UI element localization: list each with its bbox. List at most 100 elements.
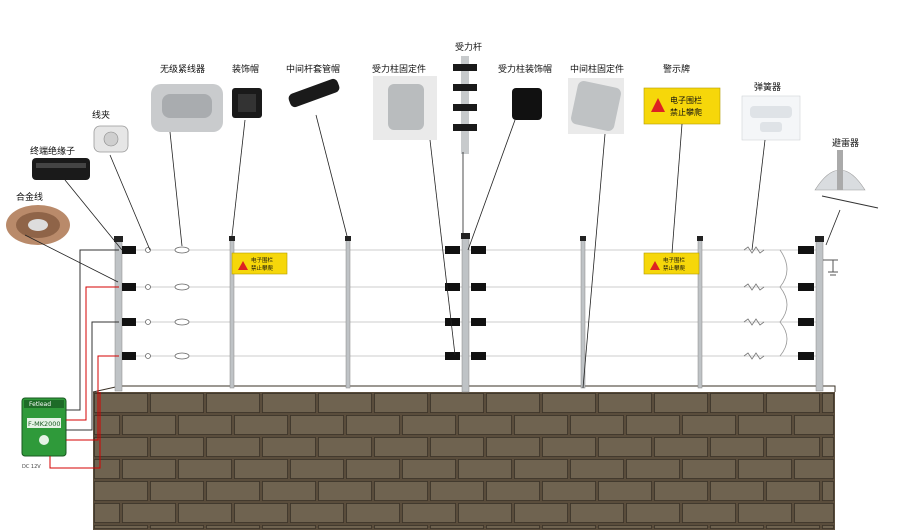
brick (542, 393, 596, 413)
brick (738, 415, 792, 435)
post-cap (815, 236, 824, 242)
post-cap (697, 236, 703, 241)
label-terminal-insulator: 终端绝缘子 (30, 145, 75, 157)
brick (122, 459, 176, 479)
label-mid-bushing: 中间杆套管帽 (286, 63, 340, 75)
post-cap (114, 236, 123, 242)
brick (234, 503, 288, 523)
brick (94, 393, 148, 413)
brick (710, 437, 764, 457)
label-bearing-cap: 受力柱装饰帽 (498, 63, 552, 75)
warning-sign-on-fence: 电子围栏 禁止攀爬 (643, 252, 700, 275)
brick (682, 459, 736, 479)
brick (542, 525, 596, 529)
brick (654, 525, 708, 529)
brick (290, 503, 344, 523)
tensioner-image (151, 84, 223, 132)
brick (150, 525, 204, 529)
brick (290, 459, 344, 479)
label-bearing-fitting: 受力柱固定件 (372, 63, 426, 75)
brick (458, 415, 512, 435)
fence-posts (114, 233, 824, 393)
brick (542, 481, 596, 501)
decor-cap-image (232, 88, 262, 118)
intermediate-post-3 (580, 237, 586, 389)
spring-image (741, 95, 801, 141)
sign-text: 禁止攀爬 (670, 107, 702, 117)
brick (766, 525, 820, 529)
wire-clamp-image (93, 125, 129, 153)
brick (682, 503, 736, 523)
controller-cables (49, 249, 119, 469)
brick (318, 437, 372, 457)
brick (570, 503, 624, 523)
brick (402, 415, 456, 435)
brick (262, 437, 316, 457)
brick (206, 393, 260, 413)
brick (374, 437, 428, 457)
mid-fitting-image (568, 78, 624, 134)
leader-lines (24, 114, 841, 389)
post-cap (345, 236, 351, 241)
brick (402, 503, 456, 523)
brick (122, 415, 176, 435)
post-cap (580, 236, 586, 241)
brick (822, 393, 834, 413)
warning-sign-on-fence: 电子围栏 禁止攀爬 (231, 252, 288, 275)
brick (710, 525, 764, 529)
brick (94, 415, 120, 435)
post-cap (229, 236, 235, 241)
brick (346, 503, 400, 523)
brick (262, 525, 316, 529)
fence-wires (119, 249, 820, 357)
brick (542, 437, 596, 457)
brick (598, 525, 652, 529)
brick (458, 503, 512, 523)
bearing-pole-image (453, 56, 477, 154)
component-labels: 合金线 终端绝缘子 线夹 无级紧线器 装饰帽 中间杆套管帽 受力柱固定件 受力杆… (16, 41, 859, 203)
brick (346, 415, 400, 435)
brick (514, 503, 568, 523)
brick (710, 481, 764, 501)
controller-foot-label: DC 12V (22, 464, 41, 470)
label-wire-clamp: 线夹 (92, 109, 110, 121)
lightning-arrester-mounted (823, 259, 838, 276)
brick-wall (92, 385, 836, 530)
brick (598, 481, 652, 501)
brick (514, 415, 568, 435)
brick (794, 415, 834, 435)
terminal-post-right (815, 237, 824, 392)
brick (290, 415, 344, 435)
brick (738, 459, 792, 479)
brick (486, 525, 540, 529)
terminal-post-left (114, 237, 123, 392)
brick (486, 393, 540, 413)
brick (94, 503, 120, 523)
brick (206, 525, 260, 529)
brick (654, 481, 708, 501)
brick (430, 393, 484, 413)
brick (178, 415, 232, 435)
brick (318, 525, 372, 529)
brick (150, 393, 204, 413)
post-cap (461, 233, 470, 239)
label-decor-cap: 装饰帽 (232, 63, 259, 75)
label-alloy-wire: 合金线 (16, 191, 43, 203)
mid-bushing-image (288, 78, 340, 108)
sign-text: 禁止攀爬 (251, 264, 274, 272)
brick (794, 503, 834, 523)
brick (178, 459, 232, 479)
brick (374, 525, 428, 529)
component-images: 电子围栏 禁止攀爬 (6, 56, 879, 245)
brick (486, 437, 540, 457)
brick (598, 437, 652, 457)
springs (743, 246, 788, 360)
brick (318, 481, 372, 501)
brick (346, 459, 400, 479)
sign-text: 禁止攀爬 (663, 264, 686, 272)
bearing-fitting-image (373, 76, 437, 140)
brick (598, 393, 652, 413)
brick (206, 481, 260, 501)
brick (626, 503, 680, 523)
